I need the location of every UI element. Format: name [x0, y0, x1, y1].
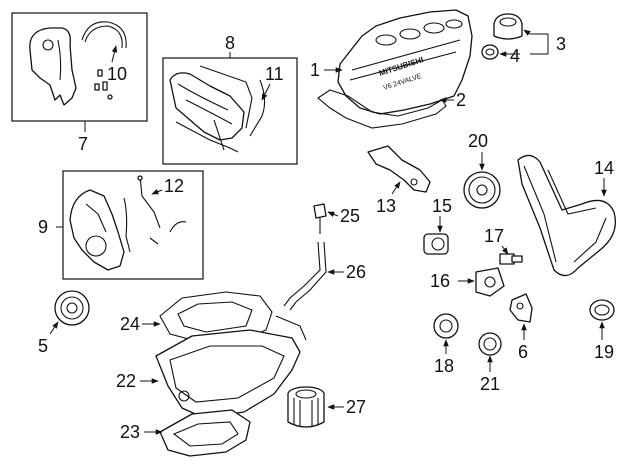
oil-pan-lower [159, 409, 251, 457]
oil-pan-gasket [159, 291, 273, 343]
callout-12: 12 [164, 176, 184, 196]
box-timing-cover-7 [11, 12, 148, 132]
callout-26: 26 [346, 262, 366, 282]
oil-cap-seal [481, 44, 499, 60]
valve-cover: MITSUBISHI V6 24VALVE [337, 9, 473, 115]
callout-14: 14 [594, 158, 614, 178]
callout-25: 25 [340, 206, 360, 226]
callout-3: 3 [556, 34, 566, 54]
dipstick-tube [283, 241, 327, 311]
callout-5: 5 [38, 336, 48, 356]
callout-19: 19 [594, 342, 614, 362]
idler-pulley-bracket [475, 267, 505, 297]
idler-pulley [433, 313, 459, 339]
callout-1: 1 [310, 60, 320, 80]
engine-bracket [367, 145, 431, 193]
callout-8: 8 [225, 33, 235, 53]
callout-6: 6 [518, 342, 528, 362]
tensioner-pulley [423, 233, 449, 255]
camshaft-sprocket [463, 171, 501, 209]
box-timing-cover-8 [162, 52, 298, 165]
callout-13: 13 [376, 196, 396, 216]
callout-15: 15 [432, 196, 452, 216]
callout-22: 22 [116, 371, 136, 391]
callout-24: 24 [120, 314, 140, 334]
oil-filler-cap [493, 13, 523, 40]
callout-23: 23 [120, 422, 140, 442]
box-timing-cover-9 [56, 170, 204, 280]
callout-9: 9 [38, 217, 48, 237]
oil-filter [287, 386, 325, 428]
callout-16: 16 [430, 271, 450, 291]
callout-17: 17 [484, 226, 504, 246]
timing-belt [517, 154, 617, 277]
callout-4: 4 [510, 46, 520, 66]
valve-cover-gasket [317, 89, 447, 129]
callout-18: 18 [434, 356, 454, 376]
crankshaft-pulley [54, 290, 90, 326]
callout-20: 20 [468, 131, 488, 151]
oil-pan-upper [155, 315, 307, 419]
tensioner-arm [509, 293, 533, 323]
callout-27: 27 [346, 397, 366, 417]
front-seal [589, 299, 615, 321]
callout-7: 7 [78, 134, 88, 154]
callout-10: 10 [107, 64, 127, 84]
callout-21: 21 [480, 374, 500, 394]
crankshaft-sprocket [478, 332, 502, 356]
callout-2: 2 [456, 90, 466, 110]
tensioner-bolt [499, 253, 523, 265]
oil-dipstick [313, 203, 327, 234]
callout-11: 11 [265, 64, 284, 84]
